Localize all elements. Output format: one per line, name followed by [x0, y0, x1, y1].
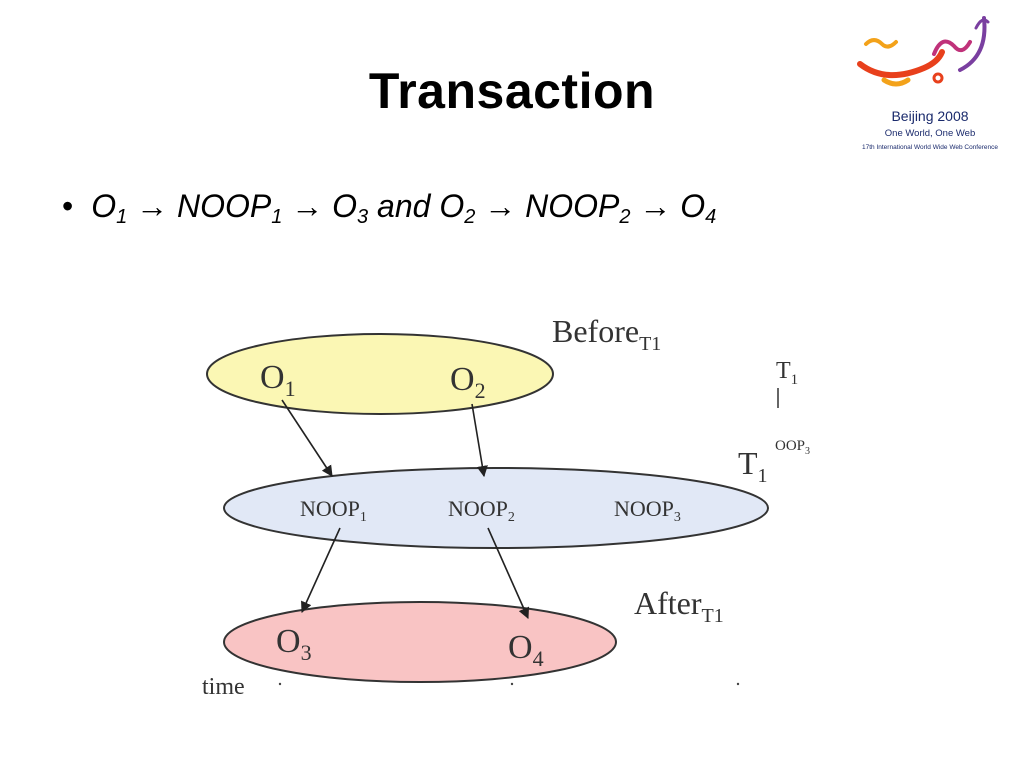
- bullet-text-o3: → O: [282, 188, 358, 224]
- node-o1: O1: [260, 359, 296, 401]
- bullet-text-o2: and O: [368, 188, 465, 224]
- bullet-sub: 1: [271, 206, 283, 228]
- slide-title: Transaction: [368, 63, 656, 119]
- logo-slogan: One World, One Web: [884, 128, 976, 139]
- t1-state-ellipse: [223, 467, 769, 549]
- edge-o2-to-noop2: [471, 403, 488, 478]
- transaction-diagram: T1 OOP3 time BeforeT1 O1 O2 T1 NOOP1 NOO…: [202, 313, 810, 700]
- bullet-sub: 2: [619, 206, 631, 228]
- logo-title: Beijing 2008: [891, 108, 969, 124]
- node-o3: O3: [276, 623, 312, 665]
- bullet-sub: 3: [357, 206, 369, 228]
- bullet-text-noop1: → NOOP: [127, 188, 272, 224]
- t1-state-label: T1: [738, 445, 768, 487]
- edge-noop1-to-o3: [301, 527, 341, 614]
- time-tick: [278, 682, 282, 686]
- logo-conference-name: 17th International World Wide Web Confer…: [862, 144, 998, 151]
- edge-noop2-to-o4: [487, 527, 530, 620]
- bullet-item: •O1 → NOOP1 → O3 and O2 → NOOP2 → O4: [62, 188, 716, 229]
- before-state-label: BeforeT1: [552, 313, 661, 355]
- bullet-text-o4: → O: [630, 188, 706, 224]
- node-o4: O4: [508, 629, 544, 671]
- bullet-sub: 4: [705, 206, 717, 228]
- cropped-fragment-t1: T1: [776, 358, 798, 388]
- bullet-text-o1: O: [91, 188, 117, 224]
- conference-logo: Beijing 2008 One World, One Web 17th Int…: [838, 6, 1022, 158]
- node-noop1: NOOP1: [300, 496, 367, 525]
- time-tick: [736, 682, 740, 686]
- time-tick: [510, 682, 514, 686]
- bullet-sub: 2: [464, 206, 476, 228]
- time-axis-label: time: [202, 674, 245, 700]
- node-noop2: NOOP2: [448, 496, 515, 525]
- after-state-ellipse: [223, 601, 617, 683]
- bullet-marker: •: [62, 188, 74, 224]
- after-state-label: AfterT1: [634, 585, 724, 627]
- edge-o1-to-noop1: [281, 399, 333, 477]
- node-noop3: NOOP3: [614, 496, 681, 525]
- beijing-2008-emblem-icon: [857, 16, 990, 87]
- cropped-fragment-noop: OOP3: [775, 438, 810, 457]
- bullet-sub: 1: [116, 206, 128, 228]
- bullet-text-noop2: → NOOP: [475, 188, 620, 224]
- node-o2: O2: [450, 361, 486, 403]
- before-state-ellipse: [206, 333, 554, 415]
